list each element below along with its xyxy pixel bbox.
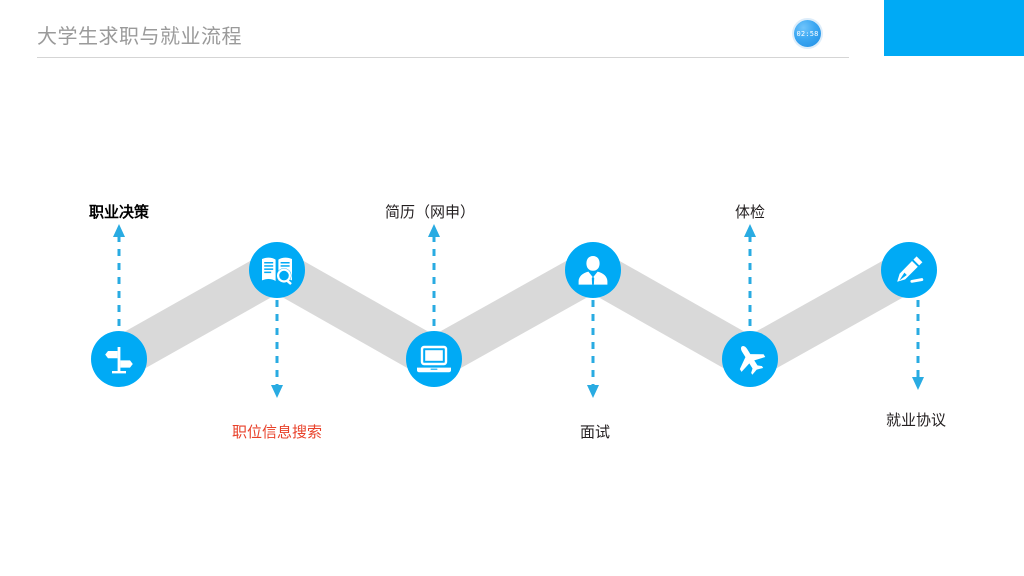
connector-arrow-down-4 xyxy=(587,300,599,398)
step-label-1: 职业决策 xyxy=(88,204,150,221)
airplane-icon xyxy=(734,343,766,375)
step-label-6: 就业协议 xyxy=(885,412,947,429)
laptop-icon xyxy=(416,345,452,373)
step-label-2: 职位信息搜索 xyxy=(231,424,323,441)
signpost-icon xyxy=(103,343,135,375)
book-search-icon xyxy=(260,254,294,286)
step-label-4: 面试 xyxy=(579,424,611,441)
step-node-6[interactable] xyxy=(881,242,937,298)
timer-badge: 02:58 xyxy=(794,20,821,47)
connector-arrow-down-2 xyxy=(271,300,283,398)
step-node-4[interactable] xyxy=(565,242,621,298)
connector-arrow-up-1 xyxy=(113,224,125,340)
step-node-5[interactable] xyxy=(722,331,778,387)
step-node-1[interactable] xyxy=(91,331,147,387)
page-title: 大学生求职与就业流程 xyxy=(37,26,242,48)
step-node-2[interactable] xyxy=(249,242,305,298)
step-label-5: 体检 xyxy=(734,204,766,221)
pen-nib-icon xyxy=(893,254,925,286)
step-label-3: 简历（网申） xyxy=(384,204,476,221)
person-icon xyxy=(578,254,608,286)
connector-arrow-down-6 xyxy=(912,300,924,390)
header-accent-block xyxy=(884,0,1024,56)
connector-arrow-up-3 xyxy=(428,224,440,340)
step-node-3[interactable] xyxy=(406,331,462,387)
timer-badge-value: 02:58 xyxy=(796,29,819,38)
connector-arrow-up-5 xyxy=(744,224,756,340)
header-divider xyxy=(37,57,849,58)
